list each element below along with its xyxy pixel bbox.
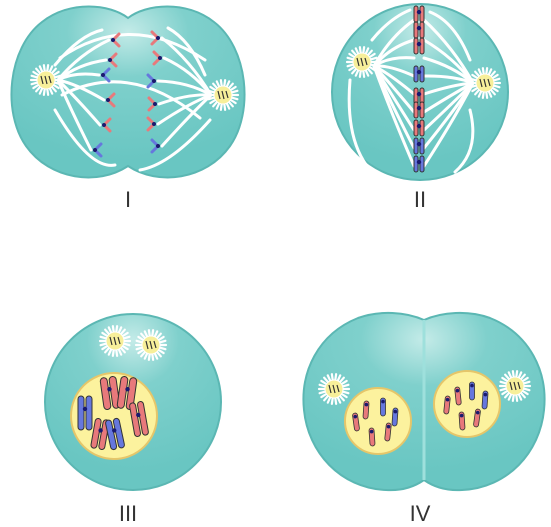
panel-i: I bbox=[11, 7, 244, 213]
nucleus-right bbox=[434, 371, 500, 437]
centromere bbox=[93, 148, 97, 152]
panel-label-i: I bbox=[125, 187, 131, 212]
centromere bbox=[156, 36, 160, 40]
centromere bbox=[470, 384, 474, 388]
chromosome bbox=[459, 412, 465, 430]
centromere bbox=[102, 123, 106, 127]
panel-label-ii: II bbox=[414, 187, 426, 212]
centromere bbox=[83, 407, 87, 411]
centromere bbox=[153, 102, 157, 106]
centromere bbox=[417, 10, 421, 14]
centromere bbox=[152, 122, 156, 126]
centromere bbox=[417, 42, 421, 46]
centromere bbox=[381, 400, 385, 404]
panel-label-iii: III bbox=[119, 501, 137, 526]
centromere bbox=[101, 73, 105, 77]
centromere bbox=[106, 98, 110, 102]
centromere bbox=[417, 70, 421, 74]
centromere bbox=[417, 26, 421, 30]
panel-label-iv: IV bbox=[410, 501, 431, 526]
centromere bbox=[417, 124, 421, 128]
panel-iv: IV bbox=[303, 313, 544, 526]
chromosome bbox=[392, 408, 398, 426]
panel-ii: II bbox=[332, 4, 508, 212]
centromere bbox=[158, 56, 162, 60]
centromere bbox=[417, 160, 421, 164]
chromosome bbox=[381, 398, 386, 416]
centromere bbox=[111, 38, 115, 42]
centromere bbox=[417, 106, 421, 110]
chromosome bbox=[470, 382, 475, 400]
centromere bbox=[417, 142, 421, 146]
chromosome bbox=[363, 401, 369, 419]
centromere bbox=[156, 144, 160, 148]
panel-iii: III bbox=[45, 314, 221, 526]
centromere bbox=[152, 79, 156, 83]
chromosome bbox=[482, 391, 488, 409]
centromere bbox=[108, 58, 112, 62]
centromere bbox=[417, 92, 421, 96]
chromosome bbox=[369, 428, 375, 446]
